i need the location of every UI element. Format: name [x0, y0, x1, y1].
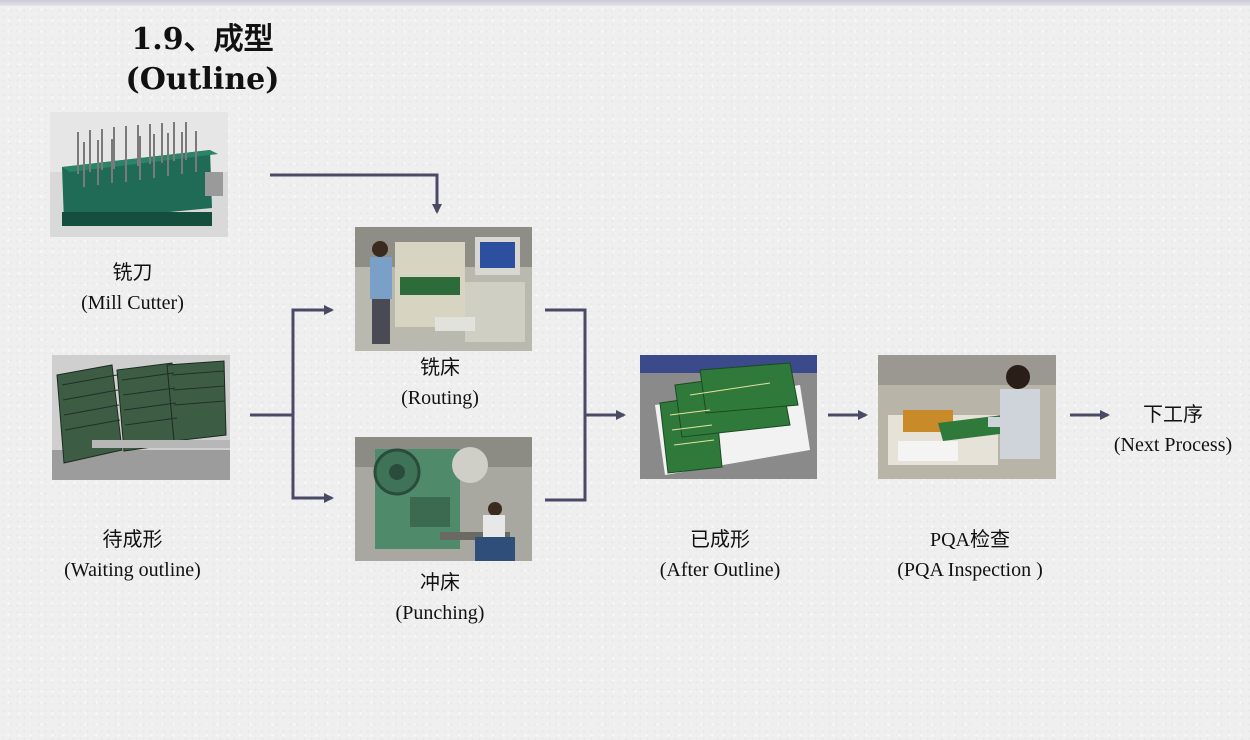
after-outline-photo: [640, 355, 817, 479]
top-border: [0, 0, 1250, 6]
next-process-label: 下工序 (Next Process): [1098, 400, 1248, 460]
punching-label: 冲床 (Punching): [345, 568, 535, 628]
line-punching-out: [545, 415, 587, 502]
waiting-outline-photo: [52, 355, 230, 480]
pqa-inspection-zh: PQA检查: [929, 529, 1010, 551]
arrow-to-routing: [291, 305, 334, 415]
next-process-zh: 下工序: [1143, 404, 1203, 426]
mill-cutter-photo: [50, 112, 228, 237]
after-outline-en: (After Outline): [659, 559, 781, 581]
next-process-en: (Next Process): [1113, 434, 1233, 456]
routing-en: (Routing): [401, 387, 479, 409]
arrow-to-punching: [291, 415, 334, 503]
punching-zh: 冲床: [420, 572, 460, 594]
title-line-2: (Outline): [125, 62, 280, 97]
pqa-inspection-en: (PQA Inspection ): [897, 559, 1043, 581]
pqa-inspection-label: PQA检查 (PQA Inspection ): [860, 525, 1080, 585]
after-outline-label: 已成形 (After Outline): [625, 525, 815, 585]
mill-cutter-en: (Mill Cutter): [81, 292, 184, 314]
punching-en: (Punching): [395, 602, 485, 624]
waiting-outline-zh: 待成形: [102, 529, 163, 551]
pqa-inspection-photo: [878, 355, 1056, 479]
punching-photo: [355, 437, 532, 561]
waiting-outline-label: 待成形 (Waiting outline): [30, 525, 235, 585]
waiting-outline-en: (Waiting outline): [64, 559, 201, 581]
line-routing-out: [545, 308, 587, 415]
after-outline-zh: 已成形: [690, 529, 750, 551]
mill-cutter-zh: 铣刀: [112, 262, 153, 284]
mill-cutter-label: 铣刀 (Mill Cutter): [40, 258, 225, 318]
title-line-1: 1.9、成型: [131, 22, 274, 57]
arrow-cutter-to-routing: [270, 173, 442, 214]
routing-label: 铣床 (Routing): [345, 353, 535, 413]
routing-photo: [355, 227, 532, 351]
routing-zh: 铣床: [420, 357, 460, 379]
slide-title: 1.9、成型 (Outline): [100, 20, 305, 100]
